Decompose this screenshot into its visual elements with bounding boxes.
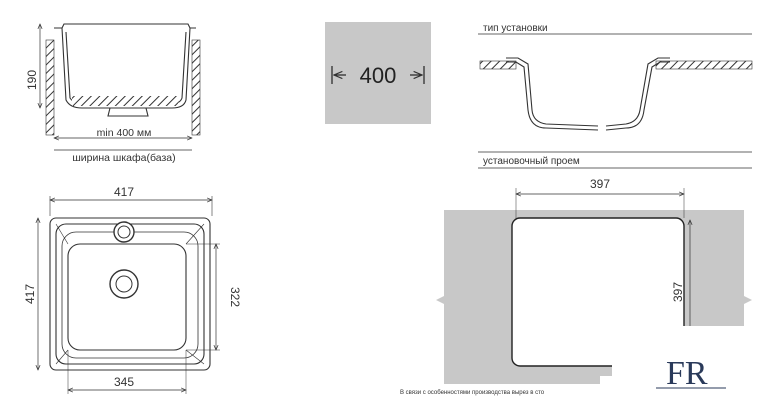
installation-type: тип установки: [478, 23, 753, 153]
left-countertop: [479, 60, 517, 70]
side-view: 190 min 400 мм ширина шкафа(база): [25, 24, 201, 164]
production-note: В связи с особенностями производства выр…: [400, 390, 545, 396]
right-countertop: [655, 60, 753, 70]
inner-width-dim: 345: [114, 375, 134, 389]
right-wall-hatch: [191, 39, 201, 136]
top-width-dim: 417: [114, 185, 134, 199]
cabinet-size-badge: 400: [325, 22, 431, 124]
cutout-width-dim: 397: [590, 177, 610, 191]
inner-height-dim: 322: [228, 287, 242, 307]
top-height-dim: 417: [23, 284, 37, 304]
cabinet-width-label: ширина шкафа(база): [72, 152, 175, 164]
install-title: тип установки: [483, 23, 548, 34]
cutout-title: установочный проем: [483, 156, 580, 167]
left-wall-hatch: [45, 39, 55, 136]
logo-text: FR: [666, 355, 708, 392]
badge-value: 400: [360, 63, 397, 88]
badge-background: [325, 22, 431, 124]
drain-hole: [109, 269, 139, 299]
min-width-label: min 400 мм: [97, 127, 152, 139]
top-view: 417 417 322 345: [23, 185, 242, 394]
brand-logo: FR: [612, 326, 762, 410]
side-height-dim: 190: [25, 70, 39, 90]
overflow-hole: [113, 221, 135, 243]
sink-section: [506, 57, 670, 131]
sink-bottom-hatch: [72, 96, 178, 106]
cutout-height-dim: 397: [671, 282, 685, 302]
